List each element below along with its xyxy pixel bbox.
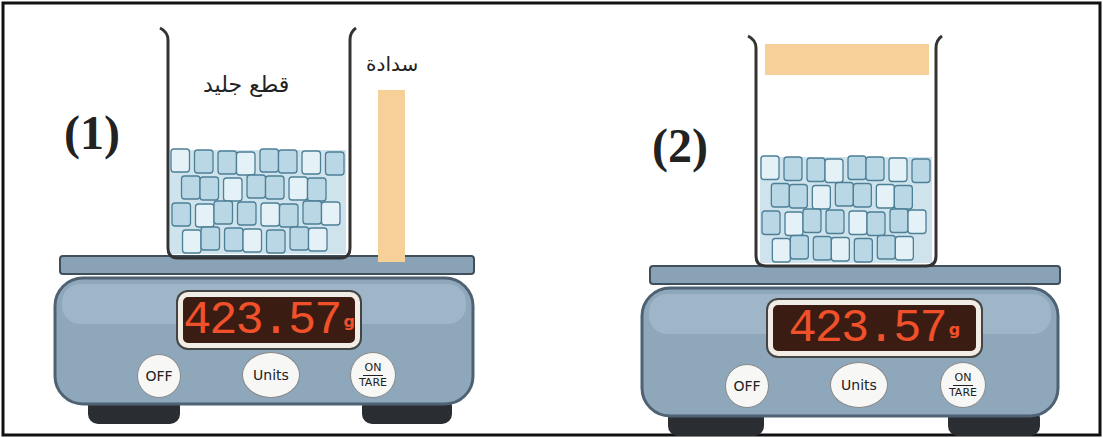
ice-cube	[826, 210, 844, 234]
ice-cubes	[171, 149, 344, 253]
ice-cube	[200, 177, 219, 200]
ice-cube	[290, 227, 309, 250]
ice-cube	[182, 176, 201, 199]
ice-cube	[854, 239, 872, 263]
button-label: ON	[363, 361, 384, 375]
part-label: سدادة	[366, 52, 418, 76]
callout-number: (2)	[652, 118, 708, 173]
scale-button: Units	[830, 362, 888, 408]
ice-cube	[196, 204, 215, 227]
ice-cube	[835, 183, 853, 207]
ice-cube	[322, 202, 341, 225]
ice-cube	[260, 149, 279, 172]
ice-cube	[803, 209, 821, 233]
ice-cube	[225, 228, 244, 251]
scale-display: 423.57g	[768, 300, 981, 356]
ice-pile	[760, 157, 932, 263]
ice-cube	[171, 149, 190, 172]
ice-cube	[183, 230, 202, 253]
ice-cubes	[761, 156, 930, 262]
ice-cube	[224, 178, 243, 201]
ice-cube	[894, 186, 912, 210]
ice-cube	[790, 236, 808, 260]
ice-cube	[761, 156, 779, 180]
ice-cube	[302, 151, 321, 174]
button-label: TARE	[949, 386, 977, 399]
scale-button: ONTARE	[350, 352, 396, 398]
ice-cube	[812, 186, 830, 210]
ice-cube	[889, 158, 907, 182]
ice-cube	[303, 201, 322, 224]
ice-pile	[170, 150, 346, 254]
scale-button: ONTARE	[940, 362, 986, 408]
scale	[55, 256, 474, 424]
scale-button: OFF	[137, 354, 181, 398]
ice-cube	[247, 175, 266, 198]
weight-reading: 423.57	[183, 297, 340, 344]
ice-cube	[308, 178, 327, 201]
unit-label: g	[949, 320, 960, 339]
ice-cube	[831, 238, 849, 262]
button-label: TARE	[359, 376, 387, 389]
button-label: OFF	[733, 378, 760, 394]
ice-cube	[825, 159, 843, 183]
ice-cube	[243, 229, 262, 252]
button-label: Units	[253, 367, 289, 383]
stopper	[765, 44, 929, 75]
ice-cube	[853, 184, 871, 208]
beaker	[160, 28, 356, 258]
ice-cube	[238, 202, 257, 225]
ice-cube	[772, 239, 790, 263]
ice-cube	[890, 209, 908, 233]
beaker	[748, 36, 942, 266]
ice-cube	[289, 177, 308, 200]
ice-cube	[309, 228, 328, 251]
ice-cube	[876, 185, 894, 209]
ice-cube	[771, 184, 789, 208]
ice-cube	[866, 157, 884, 181]
ice-cube	[789, 185, 807, 209]
ice-cube	[214, 201, 233, 224]
ice-cube	[784, 157, 802, 181]
ice-cube	[261, 203, 280, 226]
ice-cube	[326, 152, 345, 175]
ice-cube	[279, 150, 298, 173]
stopper	[378, 90, 405, 262]
button-label: OFF	[145, 368, 172, 384]
ice-cube	[813, 237, 831, 261]
frame	[3, 3, 1100, 435]
scale	[642, 266, 1060, 436]
button-label: Units	[841, 377, 877, 393]
scale-button: OFF	[725, 364, 769, 408]
ice-cube	[912, 159, 930, 183]
ice-cube	[762, 211, 780, 235]
ice-cube	[266, 176, 285, 199]
callout-number: (1)	[64, 105, 120, 160]
ice-cube	[267, 230, 286, 253]
ice-cube	[280, 204, 299, 227]
unit-label: g	[343, 312, 354, 331]
ice-cube	[908, 210, 926, 234]
weight-reading: 423.57	[789, 305, 946, 352]
ice-cube	[218, 151, 237, 174]
scale-display: 423.57g	[178, 292, 360, 348]
ice-cube	[172, 203, 191, 226]
ice-cube	[201, 227, 220, 250]
button-label: ON	[953, 371, 974, 385]
ice-cube	[807, 158, 825, 182]
ice-cube	[867, 212, 885, 236]
ice-cube	[237, 152, 256, 175]
ice-cube	[785, 212, 803, 236]
ice-cube	[895, 237, 913, 261]
ice-cube	[877, 236, 895, 260]
scale-button: Units	[242, 352, 300, 398]
ice-cube	[195, 150, 214, 173]
ice-cube	[848, 156, 866, 180]
part-label: قطع جليد	[203, 72, 289, 97]
ice-cube	[849, 211, 867, 235]
